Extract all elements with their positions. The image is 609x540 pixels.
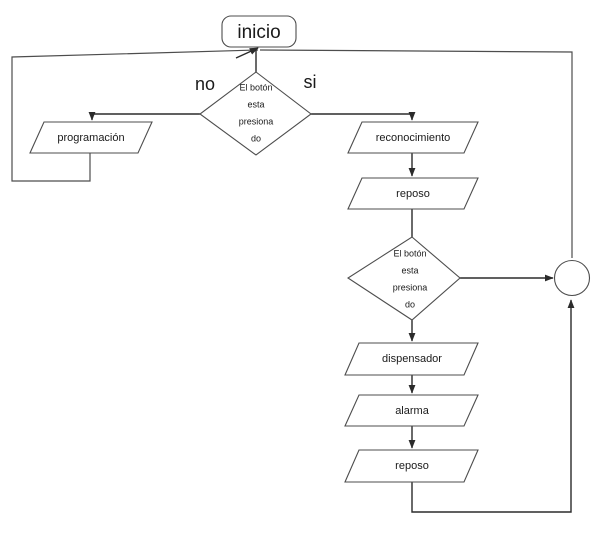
connector-reposo2-to-circle [411,299,575,513]
node-programacion[interactable] [29,121,153,154]
node-reposo-1[interactable] [347,177,479,210]
node-inicio-label: inicio [237,22,280,43]
node-alarma-label: alarma [395,405,430,417]
node-reposo-2-label: reposo [395,460,429,472]
node-inicio[interactable] [221,15,297,48]
node-decision2-line-3: presiona [393,282,428,292]
node-dispensador-label: dispensador [382,353,442,365]
branch-label-si: si [304,72,317,92]
connector-decision1-si [311,111,416,121]
connector-programacion-to-inicio [11,49,259,182]
node-connector-circle[interactable] [553,259,591,297]
node-reposo-2[interactable] [344,449,479,483]
branch-label-no: no [195,74,215,94]
node-programacion-label: programación [57,132,124,144]
node-reconocimiento[interactable] [347,121,479,154]
node-reconocimiento-label: reconocimiento [376,132,451,144]
node-decision2-line-2: esta [401,265,418,275]
node-decision1-line-2: esta [247,99,264,109]
node-decision1[interactable] [199,71,312,156]
arrow-into-inicio [235,47,259,59]
node-decision2[interactable] [346,236,461,321]
connector-decision1-no [88,111,200,121]
node-reposo-1-label: reposo [396,188,430,200]
node-decision1-line-1: El botón [239,82,272,92]
node-decision1-line-4: do [251,133,261,143]
node-decision2-line-4: do [405,299,415,309]
node-dispensador[interactable] [344,342,479,376]
connector-circle-to-inicio [259,49,573,258]
node-decision1-line-3: presiona [239,116,274,126]
node-alarma[interactable] [344,394,479,427]
node-decision2-line-1: El botón [393,248,426,258]
